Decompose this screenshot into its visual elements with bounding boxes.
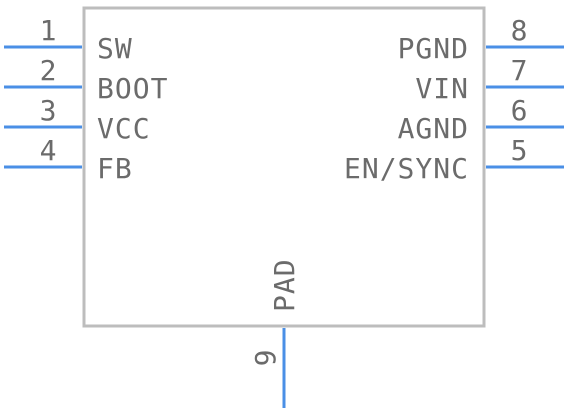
pin-5-number: 5 [511, 134, 528, 167]
pin-7-name: VIN [415, 72, 469, 105]
pin-2-name: BOOT [97, 72, 168, 105]
pin-9-number: 9 [249, 350, 282, 367]
pin-8-number: 8 [511, 14, 528, 47]
pin-4-name: FB [97, 152, 133, 185]
pin-3-number: 3 [40, 94, 57, 127]
pin-7-number: 7 [511, 54, 528, 87]
pin-4-number: 4 [40, 134, 57, 167]
pin-5-name: EN/SYNC [344, 152, 469, 185]
pin-9-name: PAD [268, 258, 301, 312]
pin-1-name: SW [97, 32, 133, 65]
component-body [82, 6, 486, 328]
pin-6-name: AGND [398, 112, 469, 145]
pin-8-name: PGND [398, 32, 469, 65]
pin-6-number: 6 [511, 94, 528, 127]
pin-2-number: 2 [40, 54, 57, 87]
pin-3-name: VCC [97, 112, 151, 145]
pin-1-number: 1 [40, 14, 57, 47]
